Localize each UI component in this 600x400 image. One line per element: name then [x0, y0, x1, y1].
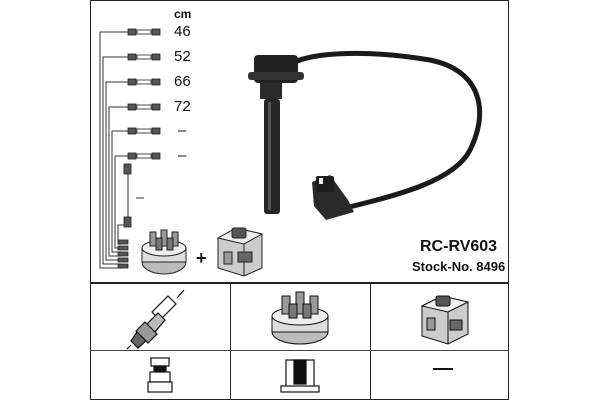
coil-connector-none: [433, 368, 453, 370]
ignition-coil-icon: [420, 295, 470, 345]
stock-number: Stock-No. 8496: [412, 259, 506, 274]
spark-plug-icon: [126, 289, 185, 350]
plug-connector-icon: [147, 357, 173, 393]
plus-sign: +: [196, 248, 207, 268]
row-divider: [90, 350, 509, 351]
lead-connectors: [117, 28, 161, 269]
cap-connector-icon: [280, 359, 320, 393]
cable-panel: [90, 0, 509, 283]
lead-length-2: 52: [174, 48, 191, 65]
small-ignition-coil-icon: [216, 227, 264, 277]
small-distributor-cap-icon: [141, 229, 187, 275]
lead-schematic: [99, 31, 129, 269]
lead-length-3: 66: [174, 73, 191, 90]
column-divider-2: [370, 283, 371, 400]
lead-length-4: 72: [174, 98, 191, 115]
length-unit: cm: [174, 7, 192, 21]
lead-length-5: –: [178, 122, 187, 139]
model-number: RC-RV603: [420, 238, 498, 255]
column-divider-1: [230, 283, 231, 400]
ignition-cable-icon: [248, 50, 483, 220]
distributor-cap-icon: [271, 291, 329, 345]
lead-length-6: –: [178, 147, 187, 164]
lead-length-1: 46: [174, 23, 191, 40]
